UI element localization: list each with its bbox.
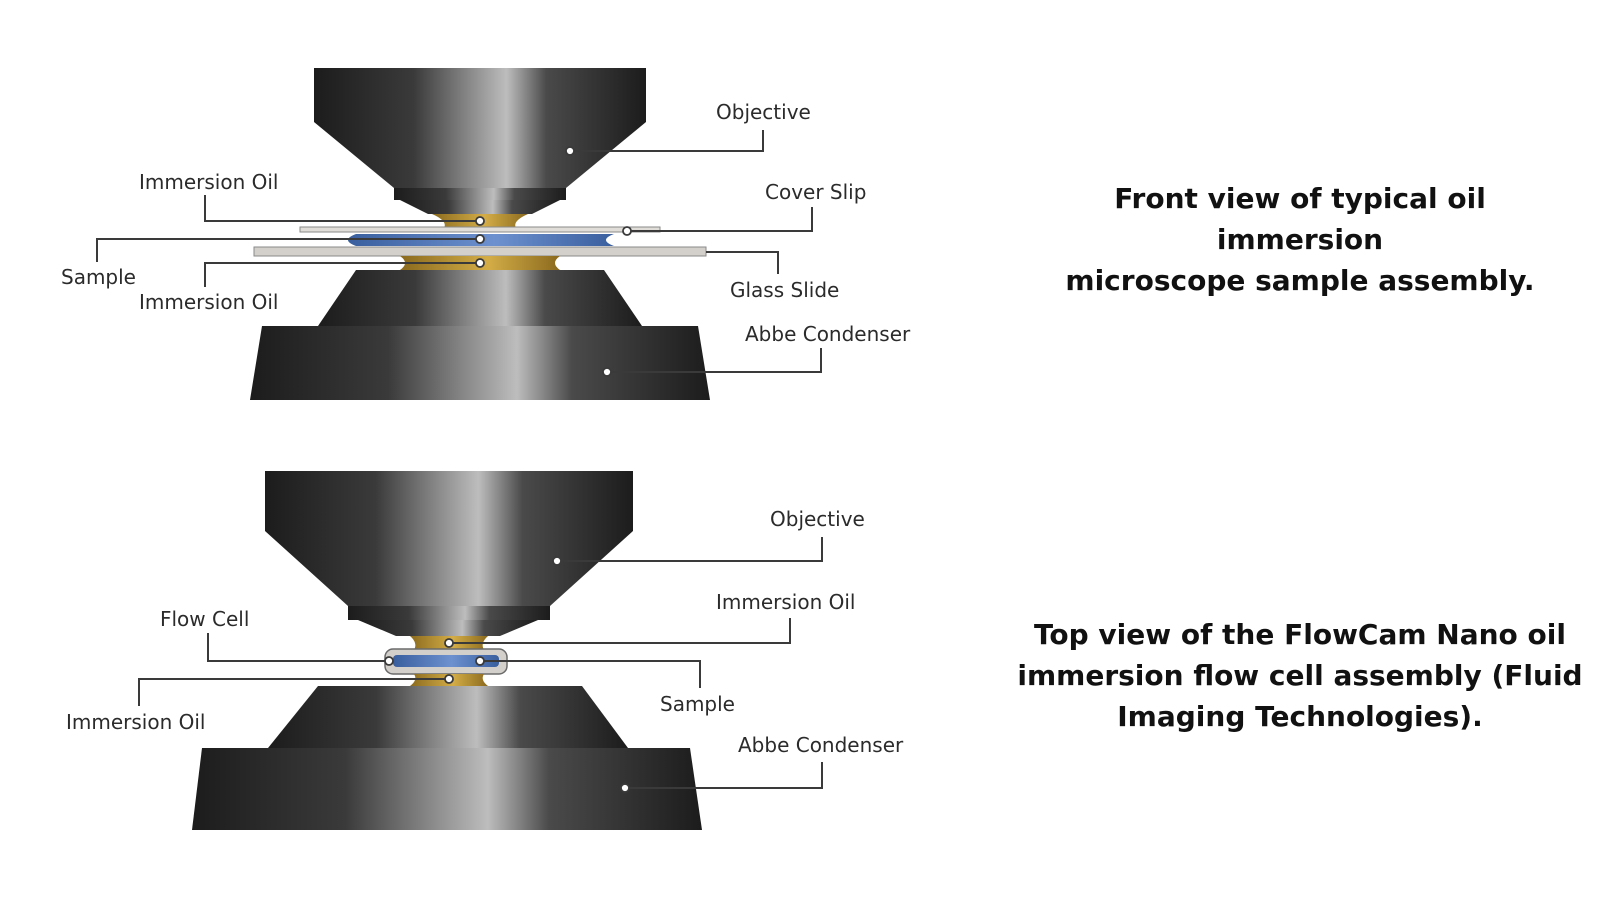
caption-top-view-line-2: immersion flow cell assembly (Fluid — [1017, 659, 1583, 692]
caption-top-view: Top view of the FlowCam Nano oil immersi… — [1012, 614, 1588, 737]
diagram-top: Objective Immersion Oil Cover Slip Sampl… — [61, 68, 911, 400]
glass-slide — [253, 246, 707, 257]
pointer-abbe-condenser-bottom — [620, 783, 630, 793]
label-abbe-condenser-bottom: Abbe Condenser — [738, 733, 904, 757]
label-sample-top: Sample — [61, 265, 136, 289]
leader-immersion-oil-upper-top — [204, 195, 480, 222]
caption-front-view: Front view of typical oil immersion micr… — [1030, 178, 1570, 301]
pointer-flow-cell — [384, 656, 394, 666]
leader-abbe-condenser-top — [607, 348, 822, 373]
caption-top-view-line-3: Imaging Technologies). — [1117, 700, 1483, 733]
objective-bottom — [265, 471, 633, 636]
pointer-immersion-oil-lower-top — [475, 258, 485, 268]
caption-front-view-line-1: Front view of typical oil immersion — [1114, 182, 1486, 256]
pointer-sample-bottom — [475, 656, 485, 666]
leader-objective-bottom — [557, 537, 823, 562]
leader-immersion-oil-lower-bottom — [138, 678, 449, 706]
label-sample-bottom: Sample — [660, 692, 735, 716]
leader-cover-slip — [627, 207, 813, 232]
label-cover-slip: Cover Slip — [765, 180, 866, 204]
leader-immersion-oil-lower-top — [204, 262, 480, 287]
label-flow-cell: Flow Cell — [160, 607, 249, 631]
objective-top — [314, 68, 646, 214]
leader-sample-bottom — [480, 660, 701, 688]
pointer-cover-slip — [622, 226, 632, 236]
abbe-condenser-top — [250, 270, 710, 400]
label-immersion-oil-upper-bottom: Immersion Oil — [716, 590, 856, 614]
label-abbe-condenser-top: Abbe Condenser — [745, 322, 911, 346]
pointer-abbe-condenser-top — [602, 367, 612, 377]
pointer-immersion-oil-upper-top — [475, 216, 485, 226]
pointer-objective-bottom — [552, 556, 562, 566]
caption-front-view-line-2: microscope sample assembly. — [1065, 264, 1535, 297]
cover-slip — [299, 226, 661, 233]
label-immersion-oil-lower-top: Immersion Oil — [139, 290, 279, 314]
leader-abbe-condenser-bottom — [625, 762, 823, 789]
pointer-objective-top — [565, 146, 575, 156]
label-objective-top: Objective — [716, 100, 811, 124]
leader-objective-top — [570, 130, 764, 152]
leader-sample-top — [96, 238, 480, 262]
label-immersion-oil-upper-top: Immersion Oil — [139, 170, 279, 194]
leader-immersion-oil-upper-bottom — [449, 618, 791, 644]
leader-flow-cell — [207, 633, 389, 662]
diagram-bottom: Objective Flow Cell Immersion Oil Sample… — [66, 471, 904, 830]
caption-top-view-line-1: Top view of the FlowCam Nano oil — [1034, 618, 1566, 651]
pointer-immersion-oil-lower-bottom — [444, 674, 454, 684]
leader-glass-slide — [706, 251, 779, 274]
label-glass-slide: Glass Slide — [730, 278, 839, 302]
pointer-immersion-oil-upper-bottom — [444, 638, 454, 648]
abbe-condenser-bottom — [192, 686, 702, 830]
microscope-diagrams: Objective Immersion Oil Cover Slip Sampl… — [61, 68, 911, 830]
label-objective-bottom: Objective — [770, 507, 865, 531]
label-immersion-oil-lower-bottom: Immersion Oil — [66, 710, 206, 734]
sample-channel-bottom — [393, 655, 499, 667]
pointer-sample-top — [475, 234, 485, 244]
